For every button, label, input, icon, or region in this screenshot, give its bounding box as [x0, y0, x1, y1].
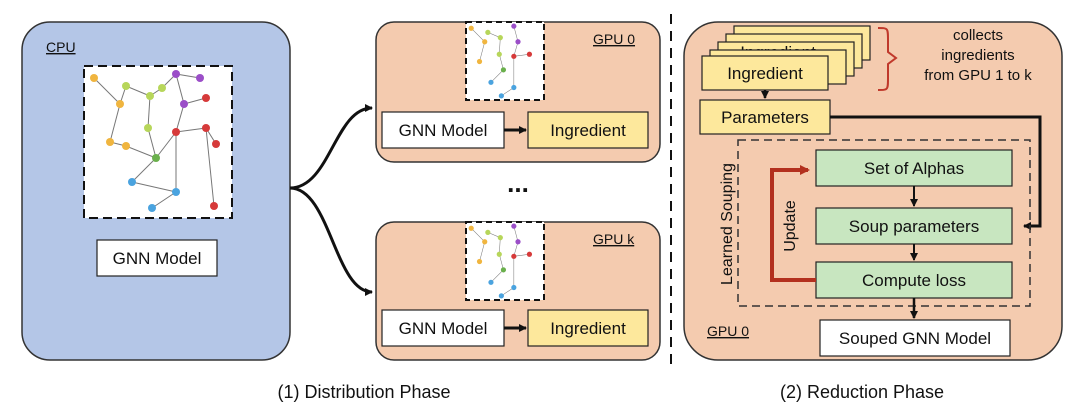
soup-parameters-label: Soup parameters [849, 217, 979, 236]
cpu-label: CPU [46, 39, 76, 55]
souped-model-label: Souped GNN Model [839, 329, 991, 348]
reduction-gpu-label: GPU 0 [707, 323, 749, 339]
gpu-0-ingredient-label: Ingredient [550, 121, 626, 140]
compute-loss-box: Compute loss [815, 261, 1013, 299]
gpu-k-graph-icon [465, 221, 545, 301]
svg-text:collects: collects [953, 27, 1003, 44]
collect-note: collects ingredients from GPU 1 to k [924, 27, 1032, 84]
distribution-phase-caption: (1) Distribution Phase [277, 382, 450, 402]
gpu-0-gnn-model-box: GNN Model [381, 111, 505, 149]
cpu-gnn-model-box: GNN Model [96, 239, 218, 277]
gpu-k-gnn-model-label: GNN Model [399, 319, 488, 338]
alphas-label: Set of Alphas [864, 159, 964, 178]
parameters-label: Parameters [721, 108, 809, 127]
reduction-phase-caption: (2) Reduction Phase [780, 382, 944, 402]
gpu-0-panel: GPU 0 [375, 21, 661, 163]
ingredient-front-label: Ingredient [727, 64, 803, 83]
reduction-panel: Ingredient Ingredient collects ingredien… [683, 21, 1063, 361]
gpu-k-ingredient-label: Ingredient [550, 319, 626, 338]
parameters-arrow [830, 115, 1042, 230]
souped-model-box: Souped GNN Model [819, 319, 1011, 357]
distribution-arrows [289, 104, 373, 296]
learned-souping-region [737, 139, 1031, 307]
svg-text:ingredients: ingredients [941, 47, 1014, 64]
gpu-0-graph-icon [465, 21, 545, 101]
gpu-k-panel: GPU k [375, 221, 661, 361]
gpu-k-gnn-model-box: GNN Model [381, 309, 505, 347]
svg-text:from GPU 1 to k: from GPU 1 to k [924, 67, 1032, 84]
cpu-graph-icon [83, 65, 233, 219]
gpu-0-ingredient-box: Ingredient [527, 111, 649, 149]
compute-loss-label: Compute loss [862, 271, 966, 290]
learned-souping-label: Learned Souping [719, 163, 736, 285]
gpu-k-label: GPU k [593, 231, 635, 247]
update-label: Update [782, 200, 799, 252]
gpu-0-label: GPU 0 [593, 31, 635, 47]
gpu-0-gnn-model-label: GNN Model [399, 121, 488, 140]
parameters-box: Parameters [699, 99, 831, 135]
ingredient-stack: Ingredient Ingredient [701, 25, 871, 91]
collect-brace [877, 27, 898, 91]
ellipsis: ... [507, 168, 529, 198]
gpu-k-ingredient-box: Ingredient [527, 309, 649, 347]
update-arrow [770, 165, 816, 282]
cpu-gnn-model-label: GNN Model [113, 249, 202, 268]
cpu-panel: CPU [21, 21, 291, 361]
alphas-box: Set of Alphas [815, 149, 1013, 187]
soup-parameters-box: Soup parameters [815, 207, 1013, 245]
